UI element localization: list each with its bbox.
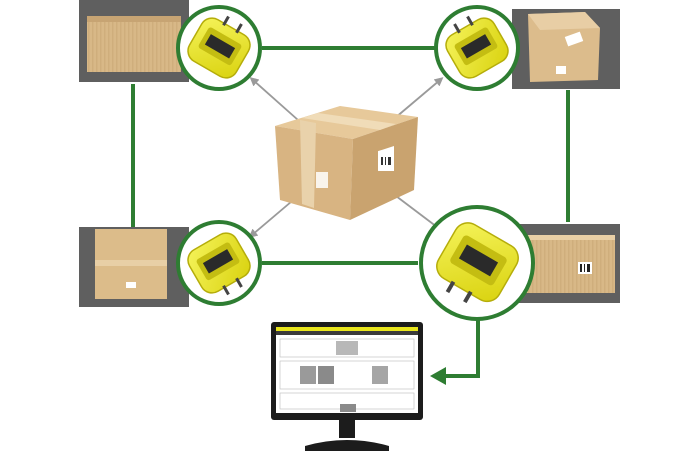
barcode-label-icon bbox=[379, 155, 394, 171]
monitor-icon bbox=[271, 322, 423, 451]
barcode-label-icon bbox=[580, 264, 590, 272]
barcode-scanner-icon bbox=[187, 15, 251, 79]
scanner-bottom-left bbox=[176, 220, 262, 306]
arrow-to-monitor-icon bbox=[430, 367, 446, 385]
package-photo-top-left bbox=[79, 0, 189, 82]
barcode-scanner-icon bbox=[436, 222, 519, 304]
connector-to-monitor bbox=[445, 318, 480, 378]
scan-arrows bbox=[248, 77, 445, 238]
scanner-top-left bbox=[176, 5, 262, 91]
scanner-top-right bbox=[434, 5, 520, 91]
monitor-stand bbox=[305, 440, 389, 451]
package-photo-bottom-right bbox=[515, 224, 620, 303]
barcode-scanner-icon bbox=[187, 232, 251, 296]
cardboard-box-icon bbox=[275, 106, 418, 220]
scan-arrow-bottom-right bbox=[395, 195, 445, 233]
package-photo-bottom-left bbox=[79, 227, 189, 307]
scan-results-dashboard bbox=[276, 327, 418, 413]
package-photo-top-right bbox=[512, 9, 620, 89]
barcode-scanner-icon bbox=[445, 15, 509, 79]
scan-arrow-top-right bbox=[394, 77, 444, 119]
connector-lines bbox=[131, 46, 570, 378]
scan-arrow-top-left bbox=[249, 77, 299, 121]
scanner-bottom-right bbox=[419, 205, 535, 321]
